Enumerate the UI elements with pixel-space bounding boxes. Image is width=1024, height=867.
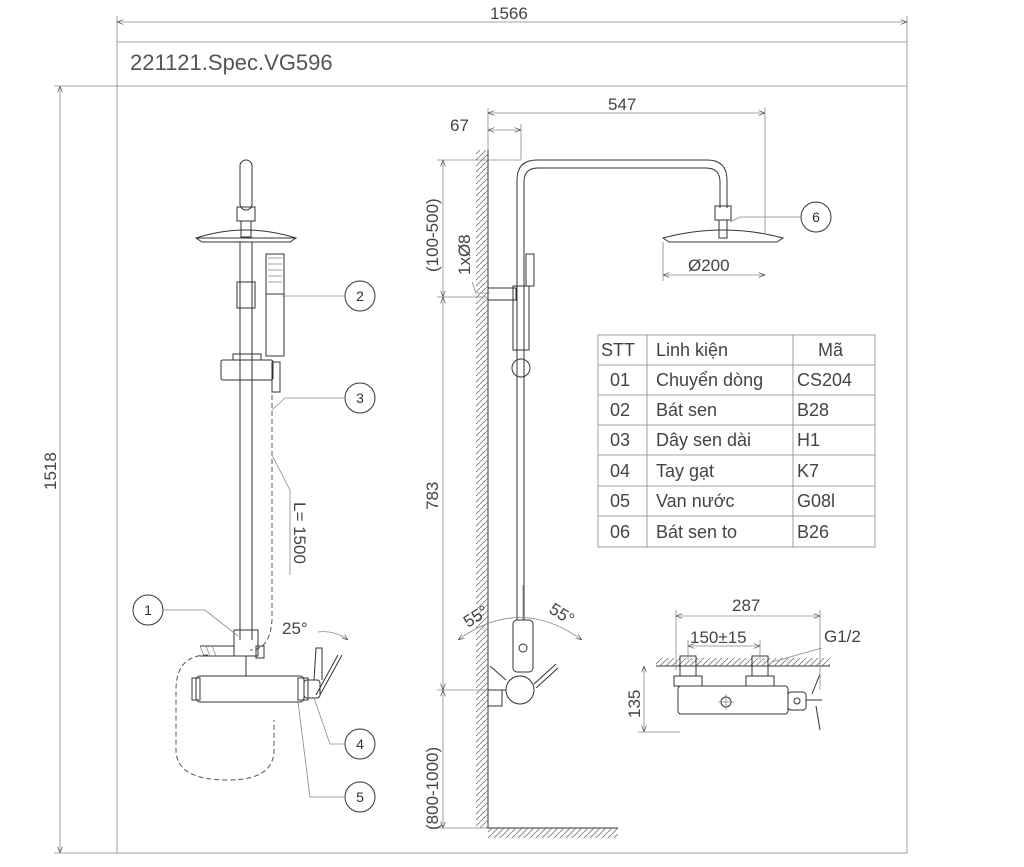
table-header-code: Mã [818,340,844,360]
table-cell: H1 [797,430,820,450]
table-cell: Bát sen [656,400,717,420]
table-cell: 02 [610,400,630,420]
table-cell: B28 [797,400,829,420]
table-row: 05 Van nước G08l [610,491,835,511]
svg-text:2: 2 [356,288,364,304]
callout-1: 1 [132,594,239,637]
table-row: 02 Bát sen B28 [610,400,829,420]
table-header-part: Linh kiện [656,340,728,360]
svg-text:3: 3 [356,390,364,406]
parts-table: STT Linh kiện Mã 01 Chuyển dòng CS204 02… [597,334,876,548]
svg-text:5: 5 [356,789,364,805]
thread-label: G1/2 [824,627,861,646]
table-row: 01 Chuyển dòng CS204 [610,370,852,390]
table-cell: K7 [797,461,819,481]
overall-width-dim: 1566 [116,4,908,42]
lever-angle-label: 25° [282,619,308,638]
callout-5: 5 [297,701,376,813]
head-diameter-label: Ø200 [688,256,730,275]
table-cell: Van nước [656,491,735,511]
table-cell: Bát sen to [656,522,737,542]
mount-height-label: (800-1000) [423,747,442,830]
head-adjust-label: (100-500) [423,198,442,272]
table-cell: 06 [610,522,630,542]
overall-height-label: 1518 [41,452,60,490]
table-cell: G08l [797,491,835,511]
arm-reach-label: 547 [608,95,636,114]
table-cell: Dây sen dài [656,430,751,450]
table-row: 06 Bát sen to B26 [610,522,829,542]
overall-height-dim: 1518 [41,85,117,854]
valve-detail-view: 287 150±15 G1/2 135 [625,596,861,733]
overall-width-label: 1566 [490,4,528,23]
table-header-stt: STT [601,340,635,360]
callout-3: 3 [271,382,376,414]
table-cell: Chuyển dòng [656,370,763,390]
pipe-length-label: 783 [423,482,442,510]
table-cell: Tay gạt [656,461,714,481]
side-view: 55° 55° 67 547 (100-500) 1xØ8 783 (800-1… [423,95,832,838]
table-cell: 05 [610,491,630,511]
wall-offset-label: 67 [450,116,469,135]
table-row: 04 Tay gạt K7 [610,461,819,481]
table-cell: B26 [797,522,829,542]
holder-hole-label: 1xØ8 [455,234,474,275]
svg-text:1: 1 [144,602,152,618]
svg-text:4: 4 [356,736,364,752]
svg-text:6: 6 [812,209,820,225]
table-cell: CS204 [797,370,852,390]
title-frame: 221121.Spec.VG596 [116,41,908,854]
hose-length-label: L= 1500 [290,502,309,564]
table-row: 03 Dây sen dài H1 [610,430,820,450]
callout-2: 2 [282,280,376,312]
front-view: 25° L= 1500 1 2 3 4 [132,159,376,813]
drawing-title: 221121.Spec.VG596 [130,50,333,75]
table-cell: 04 [610,461,630,481]
swivel-right-label: 55° [546,599,578,629]
table-cell: 03 [610,430,630,450]
table-cell: 01 [610,370,630,390]
callout-6: 6 [729,201,832,233]
valve-height-label: 135 [625,690,644,718]
valve-width-label: 287 [732,596,760,615]
callout-4: 4 [313,697,376,760]
hand-shower-grille [268,257,282,283]
center-distance-label: 150±15 [690,628,747,647]
